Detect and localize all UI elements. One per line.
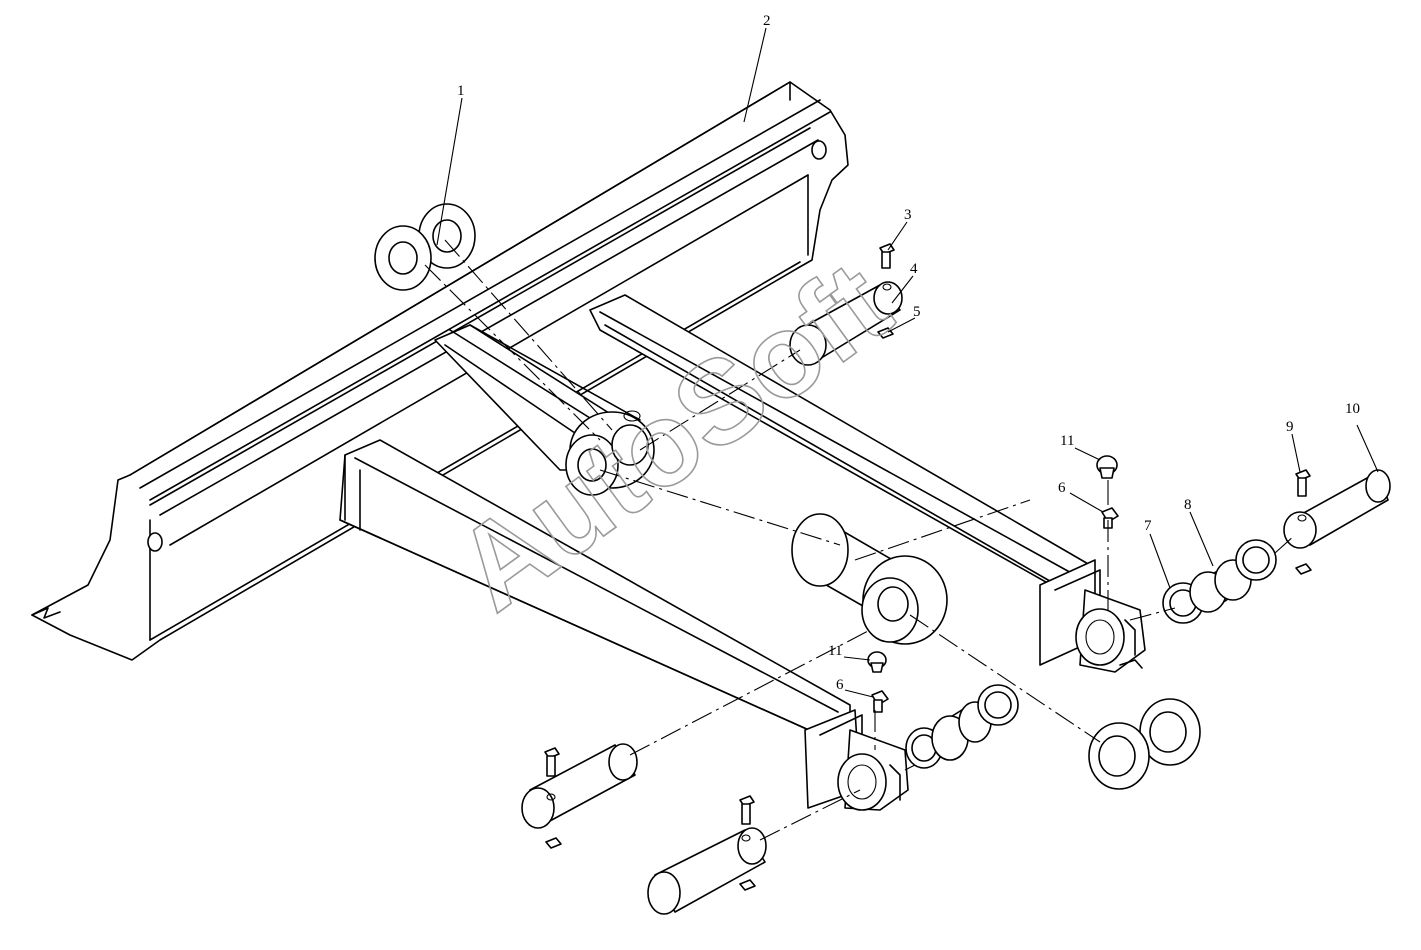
right-bushing-set [1162, 539, 1277, 624]
right-grease-fitting [1096, 455, 1119, 529]
callout-4: 4 [910, 261, 918, 277]
callout-numbers: 1 2 3 4 5 6 6 7 8 9 10 11 11 [457, 13, 1360, 693]
pin-part-4 [789, 243, 903, 366]
callout-6-lower: 6 [836, 677, 844, 693]
callout-8: 8 [1184, 497, 1192, 513]
callout-9: 9 [1286, 419, 1294, 435]
center-lines [424, 239, 1296, 841]
callout-6-right: 6 [1058, 480, 1066, 496]
callout-11-right: 11 [1060, 433, 1074, 449]
callout-3: 3 [904, 207, 912, 223]
lower-push-beam [339, 439, 909, 811]
callout-7: 7 [1144, 518, 1152, 534]
callout-leaders [436, 27, 1379, 698]
upper-push-beam [589, 294, 1146, 673]
callout-1: 1 [457, 83, 465, 99]
callout-2: 2 [763, 13, 771, 29]
lower-bushing-set [905, 684, 1019, 769]
callout-11-lower: 11 [828, 643, 842, 659]
callout-5: 5 [913, 304, 921, 320]
bottom-pin [647, 795, 767, 915]
lower-grease-fitting [867, 651, 889, 713]
center-push-arm [434, 324, 655, 496]
lower-left-pin [521, 743, 638, 849]
callout-10: 10 [1345, 401, 1360, 417]
hydraulic-cylinder [791, 513, 948, 645]
washers-part-1 [374, 203, 476, 291]
beam-part-2 [31, 81, 849, 661]
pin-part-10 [1283, 469, 1391, 575]
lower-washers [1088, 698, 1201, 790]
